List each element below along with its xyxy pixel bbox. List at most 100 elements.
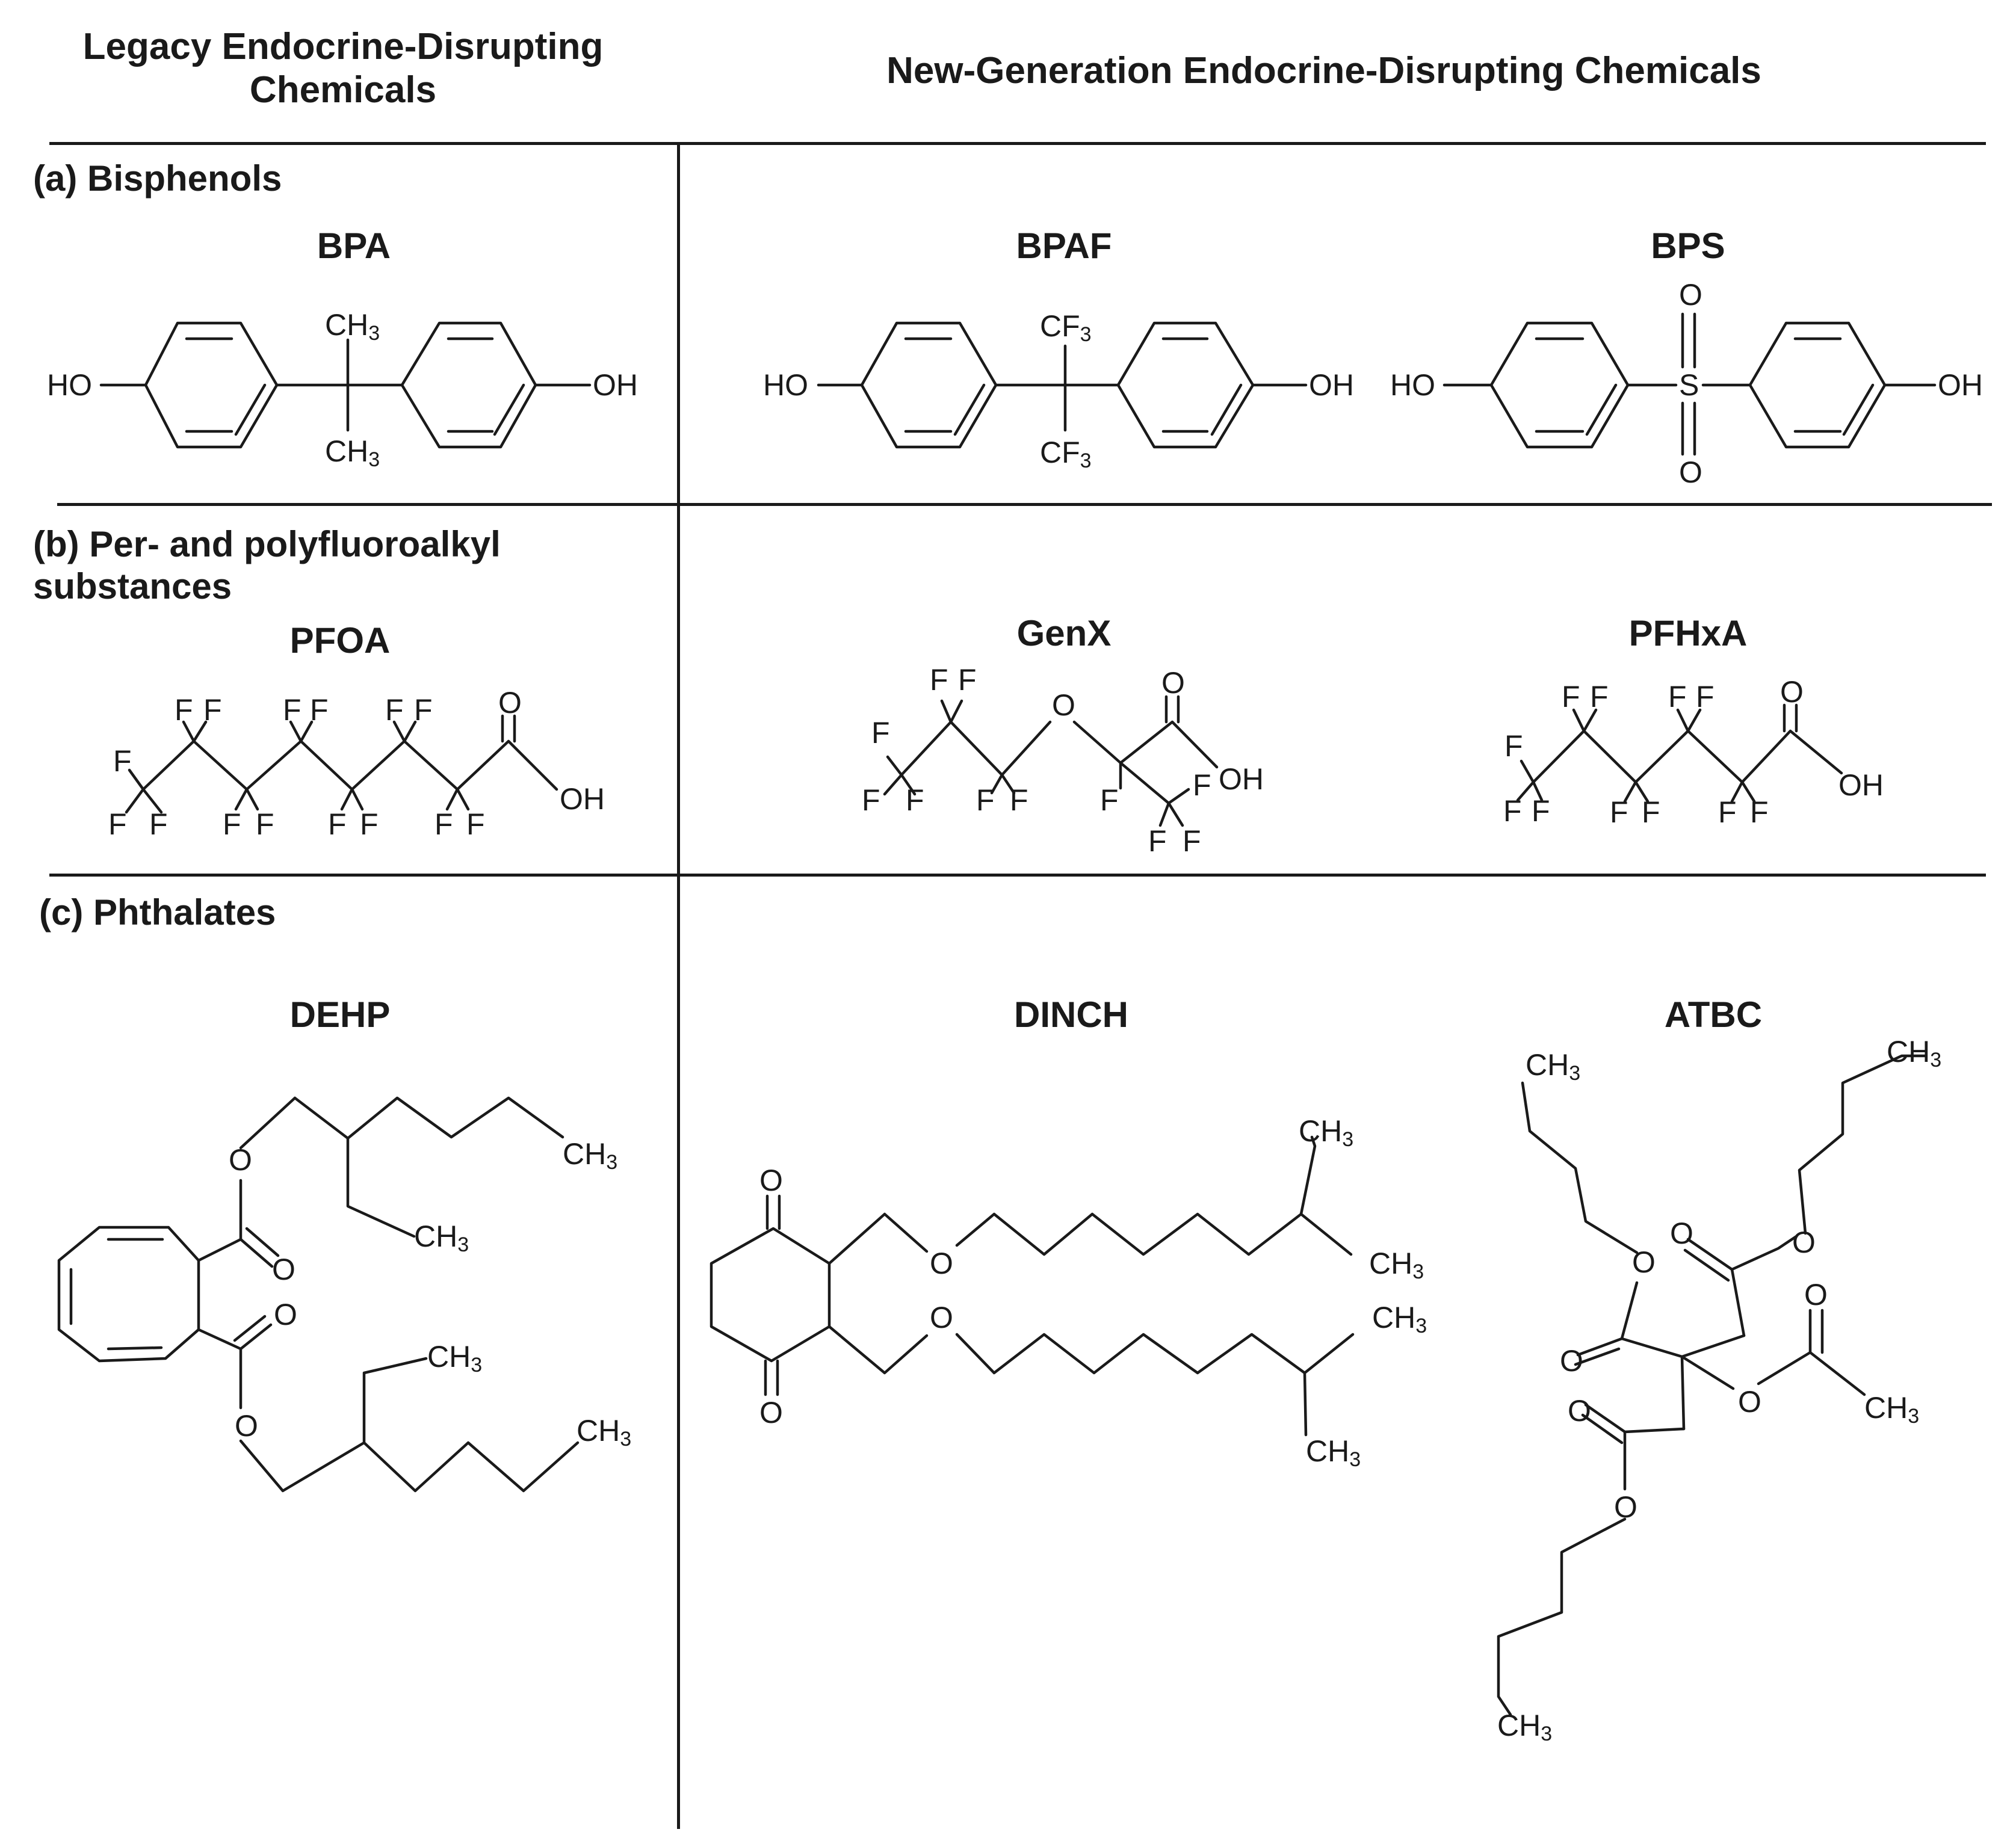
atbc-o-label-7: O: [1568, 1394, 1591, 1428]
dinch-upper-chain: [827, 1135, 1353, 1265]
pfoa-carbonyl: [501, 714, 516, 743]
bps-o-bottom-label: O: [1679, 455, 1702, 489]
dinch-ch3-label-4: CH3: [1306, 1434, 1361, 1471]
dinch-ch3-label-3: CH3: [1372, 1301, 1427, 1337]
compound-name-pfhxa: PFHxA: [1628, 613, 1748, 653]
atbc-o-label-1: O: [1632, 1245, 1656, 1279]
pfoa-f-label-14: F: [466, 807, 485, 841]
dehp-o-label-2: O: [272, 1253, 295, 1286]
genx-f-label-8: F: [1100, 783, 1119, 817]
genx-f-label-4: F: [930, 663, 948, 697]
genx-cf-bonds: [883, 699, 1190, 827]
pfoa-f-label-6: F: [256, 807, 274, 841]
section-title-bisphenols: (a) Bisphenols: [33, 158, 282, 199]
pfoa-f-label-13: F: [434, 807, 453, 841]
rule-row-ab: [57, 503, 1992, 506]
dehp-o-label-4: O: [235, 1409, 258, 1443]
section-title-pfas: (b) Per- and polyfluoroalkyl substances: [33, 524, 501, 606]
pfoa-f-label-4: F: [203, 693, 222, 727]
pfhxa-f-label-7: F: [1668, 680, 1687, 714]
genx-f-label-9: F: [1193, 768, 1211, 802]
genx-f-label-6: F: [976, 783, 995, 817]
atbc-o-label-6: O: [1804, 1278, 1828, 1312]
genx-f-label-2: F: [862, 783, 880, 817]
compound-name-bpaf: BPAF: [1016, 226, 1112, 266]
pfhxa-cf-bonds: [1516, 708, 1756, 803]
dehp-ch3-label-3: CH3: [427, 1340, 482, 1377]
bpaf-ho-label: HO: [763, 368, 808, 402]
dehp-ch3-label-4: CH3: [577, 1414, 631, 1451]
genx-f-label-10: F: [1148, 824, 1167, 858]
pfoa-o-label: O: [498, 686, 522, 720]
atbc-o-label-3: O: [1670, 1216, 1693, 1250]
atbc-ch3-label-1: CH3: [1526, 1048, 1580, 1085]
dehp-ch3-label-2: CH3: [414, 1220, 469, 1256]
compound-name-dehp: DEHP: [289, 994, 391, 1035]
genx-f-label-3: F: [906, 783, 924, 817]
genx-carbonyl-o-label: O: [1161, 666, 1185, 700]
atbc-o-label-4: O: [1792, 1226, 1816, 1259]
dehp-lower-ester: [197, 1315, 273, 1410]
pfhxa-f-label-2: F: [1532, 794, 1550, 828]
pfoa-f-label-9: F: [328, 807, 347, 841]
genx-branches: [1119, 761, 1170, 805]
compound-name-bpa: BPA: [317, 226, 391, 266]
dehp-o-label-1: O: [229, 1143, 252, 1177]
bpaf-cf3-bottom-label: CF3: [1040, 436, 1092, 472]
pfoa-f-label-5: F: [223, 807, 241, 841]
pfhxa-f-label-10: F: [1750, 795, 1769, 829]
genx-f-label-5: F: [958, 663, 977, 697]
bpa-ch3-bottom-label: CH3: [325, 434, 380, 471]
bpaf-bonds: [817, 344, 1308, 432]
genx-ether-o-label: O: [1052, 688, 1075, 722]
atbc-core: [1620, 1334, 1746, 1431]
pfhxa-f-label-6: F: [1642, 795, 1660, 829]
pfhxa-f-label-3: F: [1562, 680, 1580, 714]
pfoa-f-label-11: F: [385, 693, 404, 727]
bps-oh-label: OH: [1938, 368, 1983, 402]
dinch-ch3-label-1: CH3: [1299, 1114, 1353, 1151]
dinch-lower-chain: [827, 1325, 1355, 1437]
genx-oh-label: OH: [1219, 762, 1264, 796]
pfhxa-o-label: O: [1780, 675, 1804, 709]
bps-o-top-label: O: [1679, 278, 1702, 312]
pfoa-f-label-10: F: [360, 807, 379, 841]
header-new-generation: New-Generation Endocrine-Disrupting Chem…: [886, 50, 1761, 91]
genx-chain: [900, 720, 1219, 777]
dehp-upper-ester: [197, 1179, 280, 1268]
dehp-ch3-label-1: CH3: [563, 1137, 617, 1174]
compound-name-pfoa: PFOA: [289, 620, 391, 661]
bps-s-label: S: [1679, 368, 1699, 402]
dehp-o-label-3: O: [274, 1298, 297, 1331]
pfhxa-f-label-9: F: [1718, 795, 1737, 829]
compound-name-bps: BPS: [1651, 226, 1725, 266]
pfhxa-f-label-5: F: [1610, 795, 1628, 829]
atbc-ch3-label-3: CH3: [1864, 1391, 1919, 1428]
atbc-ch3-label-2: CH3: [1887, 1035, 1941, 1072]
pfoa-cf-bonds: [125, 720, 470, 814]
atbc-lower-arm: [1497, 1403, 1686, 1716]
dinch-ether-o-upper-label: O: [930, 1247, 953, 1280]
atbc-left-ester: [1521, 1081, 1639, 1366]
genx-f-label-7: F: [1010, 783, 1028, 817]
header-legacy: Legacy Endocrine-Disrupting Chemicals: [82, 26, 604, 111]
rule-row-bc: [49, 874, 1986, 877]
bpa-oh-label: OH: [593, 368, 638, 402]
bpaf-oh-label: OH: [1309, 368, 1354, 402]
pfoa-f-label-3: F: [175, 693, 193, 727]
pfoa-oh-label: OH: [560, 782, 605, 816]
pfoa-f-label-8: F: [310, 693, 329, 727]
bps-bonds: [1442, 312, 1937, 456]
dinch-ketones: [764, 1194, 781, 1396]
pfoa-f-label-2: F: [149, 807, 168, 841]
pfhxa-oh-label: OH: [1838, 768, 1884, 802]
atbc-acetate: [1757, 1309, 1866, 1396]
atbc-o-label-2: O: [1560, 1344, 1583, 1378]
